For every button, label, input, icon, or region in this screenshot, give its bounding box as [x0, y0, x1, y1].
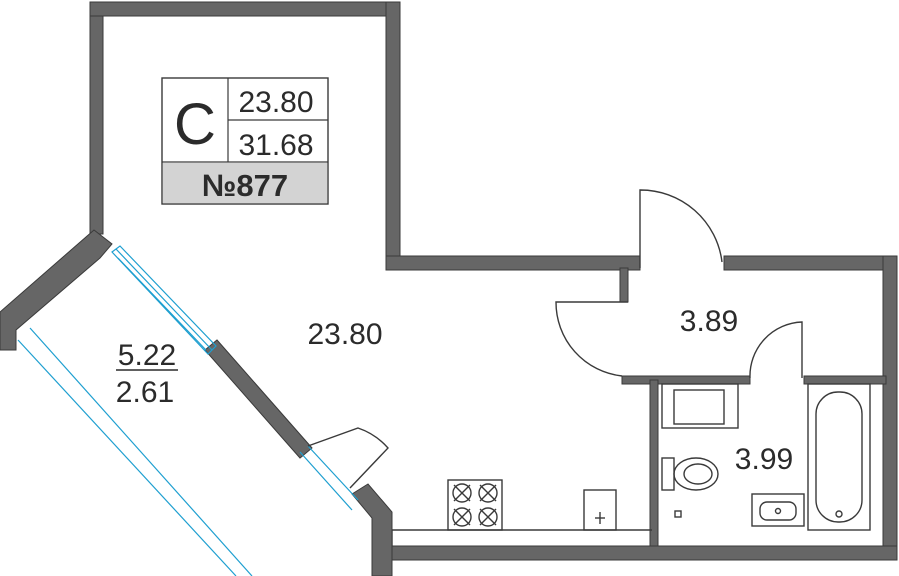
toilet-seat-icon: [683, 463, 713, 485]
bathtub-icon: [807, 383, 871, 531]
sink-icon: [751, 493, 805, 527]
doors: [307, 189, 803, 489]
wall-top: [89, 1, 401, 17]
bathtub-drain: [835, 510, 843, 518]
stove-grate-4: [479, 484, 497, 502]
balcony-glazing: [17, 245, 359, 576]
main-room-area: 23.80: [307, 318, 382, 351]
wall-bath-top-right: [803, 375, 887, 385]
window-line-1: [115, 248, 213, 351]
sink-basin: [759, 501, 797, 521]
balcony-door-glazing-1: [299, 451, 353, 511]
stove-burner-1: [452, 483, 472, 503]
window-frame: [111, 245, 217, 355]
stove-burner-3: [452, 507, 472, 527]
hallway-door-swing: [555, 301, 628, 377]
window-line-2: [117, 257, 207, 351]
balcony-door-swing: [307, 427, 389, 489]
sink-drain: [774, 507, 782, 515]
floor-drain-icon: [674, 510, 682, 518]
wall-balcony-upper: [0, 229, 113, 351]
kitchen-fixtures: [447, 479, 617, 531]
wall-corridor-top-left: [385, 255, 641, 271]
wall-bottom-pier: [351, 483, 393, 576]
balcony-door-glazing-2: [307, 445, 359, 501]
living-area-value: 23.80: [238, 86, 313, 119]
hallway-area: 3.89: [680, 305, 738, 338]
info-box: С 23.80 31.68 №877: [161, 77, 329, 205]
wall-diagonal: [204, 339, 313, 459]
entrance-door-swing: [639, 189, 723, 268]
outer-glazing-2: [17, 339, 237, 576]
kitchen-sink-icon: [583, 489, 617, 531]
bathroom-fixtures: [661, 383, 871, 531]
outer-glazing-1: [29, 327, 253, 576]
bathroom-door-swing: [749, 321, 803, 379]
stove-burner-4: [478, 507, 498, 527]
balcony-area-reduced: 2.61: [116, 376, 174, 409]
washing-machine-icon: [661, 383, 739, 429]
stove-grate-6: [453, 508, 471, 526]
wall-bath-left: [649, 379, 659, 547]
wall-outer-right: [882, 255, 898, 561]
washing-machine-inner: [673, 389, 725, 425]
unit-number-badge: [163, 163, 327, 203]
wall-left: [89, 1, 104, 235]
wall-bottom: [379, 545, 898, 561]
wall-upper-right: [385, 1, 401, 271]
room-labels: 23.80 3.89 3.99 5.22 2.61: [116, 305, 793, 476]
wall-bath-top-left: [621, 375, 751, 385]
stove-burner-2: [478, 483, 498, 503]
total-area-value: 31.68: [238, 129, 313, 162]
toilet-bowl-icon: [673, 457, 719, 491]
unit-number: №877: [202, 168, 288, 203]
apartment-type-letter: С: [174, 92, 216, 157]
stove-grate-2: [453, 484, 471, 502]
stove-icon: [447, 479, 503, 531]
stove-grate-8: [479, 508, 497, 526]
toilet-tank-icon: [661, 457, 675, 491]
wall-corridor-top-right: [723, 255, 887, 271]
bathtub-inner: [815, 391, 863, 523]
wall-partition-stub: [619, 267, 629, 303]
balcony-area-full: 5.22: [118, 339, 176, 372]
bathroom-area: 3.99: [735, 443, 793, 476]
